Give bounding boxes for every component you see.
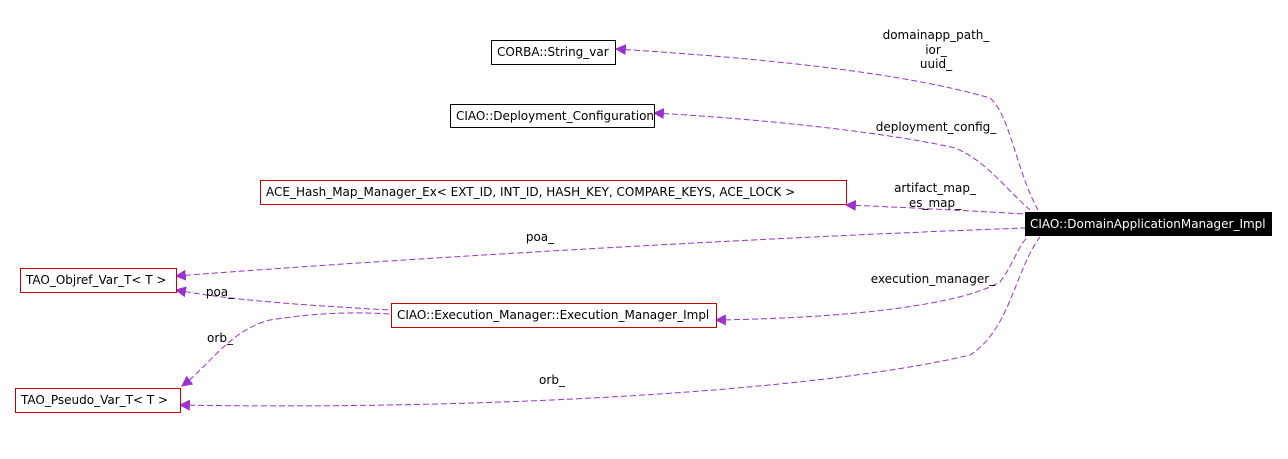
node-corba-string-var[interactable]: CORBA::String_var: [491, 40, 616, 65]
node-ciao-domainapplicationmanager-impl[interactable]: CIAO::DomainApplicationManager_Impl: [1025, 212, 1272, 236]
edge-hash-map: [844, 199, 1026, 215]
edge-label-orb-exec: orb_: [207, 331, 233, 345]
edge-label-es-map: es_map_: [908, 196, 962, 210]
edge-poa-main: [174, 227, 1026, 281]
edge-deployment-config: [652, 108, 1031, 211]
node-ciao-execution-manager-impl[interactable]: CIAO::Execution_Manager::Execution_Manag…: [391, 303, 717, 328]
edge-label-deployment-config: deployment_config_: [875, 120, 997, 134]
edge-label-domainapp-path: domainapp_path_: [882, 28, 990, 42]
node-ciao-deployment-configuration[interactable]: CIAO::Deployment_Configuration: [450, 104, 655, 128]
edge-label-uuid: uuid_: [919, 57, 953, 71]
edge-label-poa-exec: poa_: [205, 285, 235, 299]
edge-execution-manager: [714, 236, 1029, 326]
edge-orb-main: [178, 236, 1041, 411]
edge-label-poa-main: poa_: [525, 230, 555, 244]
edge-orb-exec: [181, 312, 391, 387]
edge-string-var: [614, 44, 1039, 211]
edge-label-orb-main: orb_: [539, 373, 565, 387]
node-ace-hash-map-manager-ex[interactable]: ACE_Hash_Map_Manager_Ex< EXT_ID, INT_ID,…: [260, 180, 847, 205]
node-tao-pseudo-var-t[interactable]: TAO_Pseudo_Var_T< T >: [15, 388, 181, 413]
edge-label-artifact-map: artifact_map_: [894, 181, 976, 195]
node-tao-objref-var-t[interactable]: TAO_Objref_Var_T< T >: [20, 268, 177, 293]
edge-label-execution-manager: execution_manager_: [870, 272, 996, 286]
edge-label-ior: ior_: [925, 43, 947, 57]
edge-poa-exec: [174, 286, 391, 311]
